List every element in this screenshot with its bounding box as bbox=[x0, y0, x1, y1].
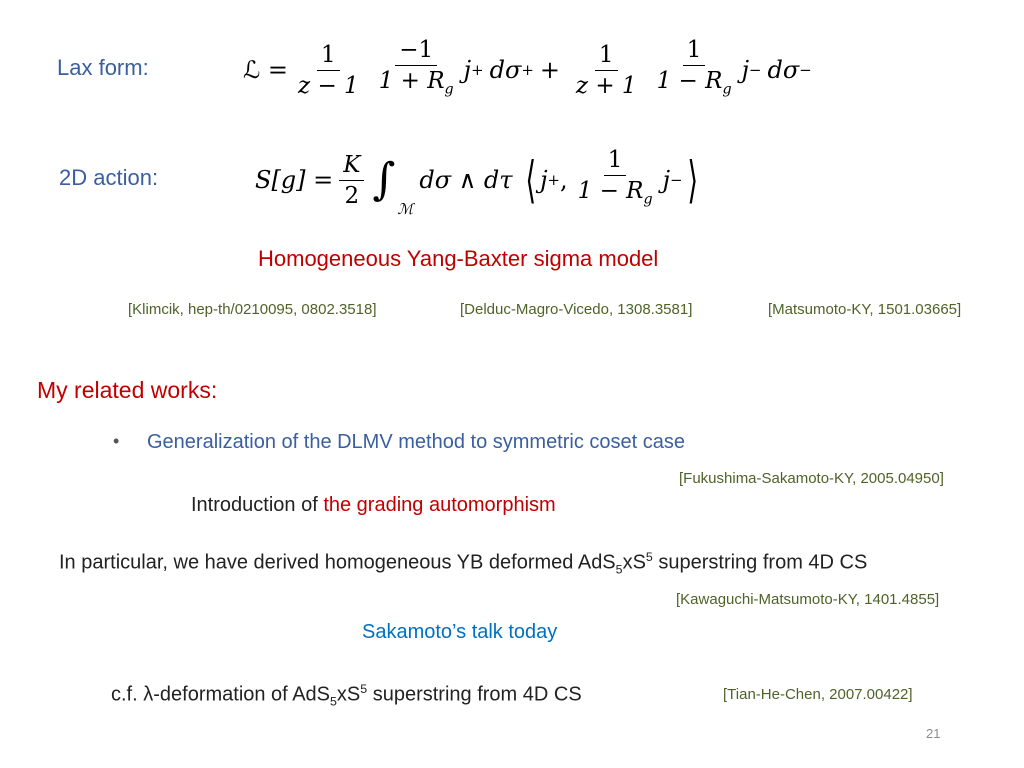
ref-matsumoto: [Matsumoto-KY, 1501.03665] bbox=[768, 301, 962, 318]
ref-the: [Tian-He-Chen, 2007.00422] bbox=[723, 686, 913, 703]
integral-symbol: ∫ bbox=[372, 154, 396, 205]
page-number: 21 bbox=[926, 726, 941, 741]
ref-klimcik: [Klimcik, hep-th/0210095, 0802.3518] bbox=[128, 301, 377, 318]
model-title: Homogeneous Yang-Baxter sigma model bbox=[258, 246, 659, 271]
cf-line: c.f. λ-deformation of AdS5xS5 superstrin… bbox=[111, 682, 582, 709]
action-equation: S[g] = K 2 ∫ ℳ dσ ∧ dτ ⟨ j+, 1 1 − Rg j−… bbox=[255, 147, 698, 218]
ref-kmk: [Kawaguchi-Matsumoto-KY, 1401.4855] bbox=[676, 591, 940, 608]
lax-form-label: Lax form: bbox=[57, 55, 149, 80]
lax-fraction-2: −1 1 + Rg bbox=[378, 37, 454, 98]
ref-fsk: [Fukushima-Sakamoto-KY, 2005.04950] bbox=[679, 470, 944, 487]
intro-line: Introduction of the grading automorphism bbox=[191, 494, 556, 516]
action-lhs: S[g] = bbox=[255, 166, 334, 194]
action-fraction-r: 1 1 − Rg bbox=[577, 147, 653, 208]
right-angle-icon: ⟩ bbox=[686, 151, 698, 209]
action-fraction-k: K 2 bbox=[339, 152, 365, 209]
action-label: 2D action: bbox=[59, 165, 159, 190]
lax-fraction-4: 1 1 − Rg bbox=[656, 37, 732, 98]
bullet-text: Generalization of the DLMV method to sym… bbox=[147, 431, 686, 453]
ref-dmv: [Delduc-Magro-Vicedo, 1308.3581] bbox=[460, 301, 693, 318]
lax-form-equation: ℒ = 1 z − 1 −1 1 + Rg j+ dσ+ + 1 z + 1 1… bbox=[243, 34, 812, 106]
lax-fraction-3: 1 z + 1 bbox=[575, 41, 637, 99]
grading-automorphism: the grading automorphism bbox=[323, 494, 556, 516]
related-works-heading: My related works: bbox=[37, 377, 218, 403]
talk-note: Sakamoto’s talk today bbox=[362, 621, 558, 643]
particular-line: In particular, we have derived homogeneo… bbox=[59, 550, 868, 577]
bullet-icon: • bbox=[113, 431, 120, 451]
lax-fraction-1: 1 z − 1 bbox=[298, 41, 359, 99]
lax-lhs: ℒ = bbox=[243, 56, 289, 84]
left-angle-icon: ⟨ bbox=[524, 151, 536, 209]
